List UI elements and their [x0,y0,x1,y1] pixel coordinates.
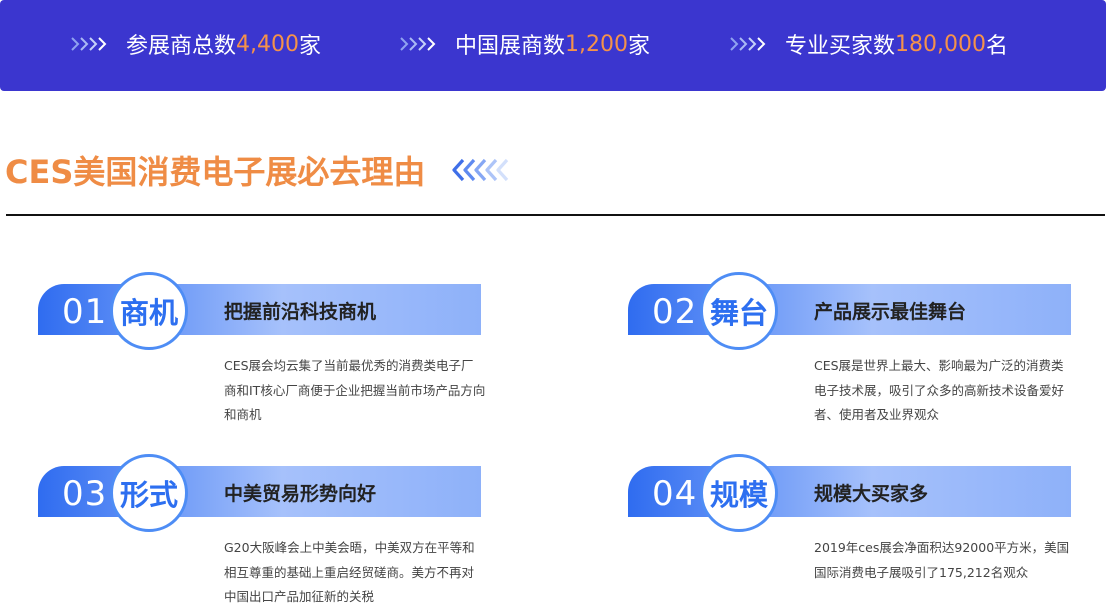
section-title: CES美国消费电子展必去理由 [5,153,426,191]
stat-unit: 家 [299,34,322,59]
card-number: 03 [62,474,108,514]
chevron-left-icon [451,155,513,185]
triple-chevron-right-icon [70,35,112,53]
stat-label: 中国展商数 [455,34,566,59]
stat-unit: 家 [628,34,651,59]
card-badge-label: 规模 [709,478,768,512]
stat-value: 1,200 [565,31,628,57]
card-heading: 规模大买家多 [814,483,929,505]
card-badge: 规模 [700,454,778,532]
card-badge-label: 形式 [119,478,178,512]
card-description: G20大阪峰会上中美会晤，中美双方在平等和相互尊重的基础上重启经贸磋商。美方不再… [224,540,475,604]
stat-value: 4,400 [236,31,299,57]
card-number: 02 [652,292,698,332]
triple-chevron-right-icon [399,35,441,53]
triple-chevron-right-icon [729,35,771,53]
card-number: 04 [652,474,698,514]
section-header: CES美国消费电子展必去理由 [5,148,513,192]
card-description: CES展会均云集了当前最优秀的消费类电子厂商和IT核心厂商便于企业把握当前市场产… [224,358,486,422]
stat-label: 专业买家数 [785,34,896,59]
card-heading: 把握前沿科技商机 [224,301,377,323]
section-divider [6,214,1105,216]
card-badge: 形式 [110,454,188,532]
card-description: CES展是世界上最大、影响最为广泛的消费类电子技术展，吸引了众多的高新技术设备爱… [814,358,1065,422]
card-heading: 中美贸易形势向好 [224,483,377,505]
card-description: 2019年ces展会净面积达92000平方米，美国国际消费电子展吸引了175,2… [814,540,1070,580]
stat-label: 参展商总数 [126,34,237,59]
card-badge: 舞台 [700,272,778,350]
card-heading: 产品展示最佳舞台 [814,301,967,323]
card-badge-label: 商机 [119,296,178,330]
stat-unit: 名 [986,34,1009,59]
stat-value: 180,000 [895,31,986,57]
card-number: 01 [62,292,108,332]
card-badge: 商机 [110,272,188,350]
card-badge-label: 舞台 [709,296,768,330]
